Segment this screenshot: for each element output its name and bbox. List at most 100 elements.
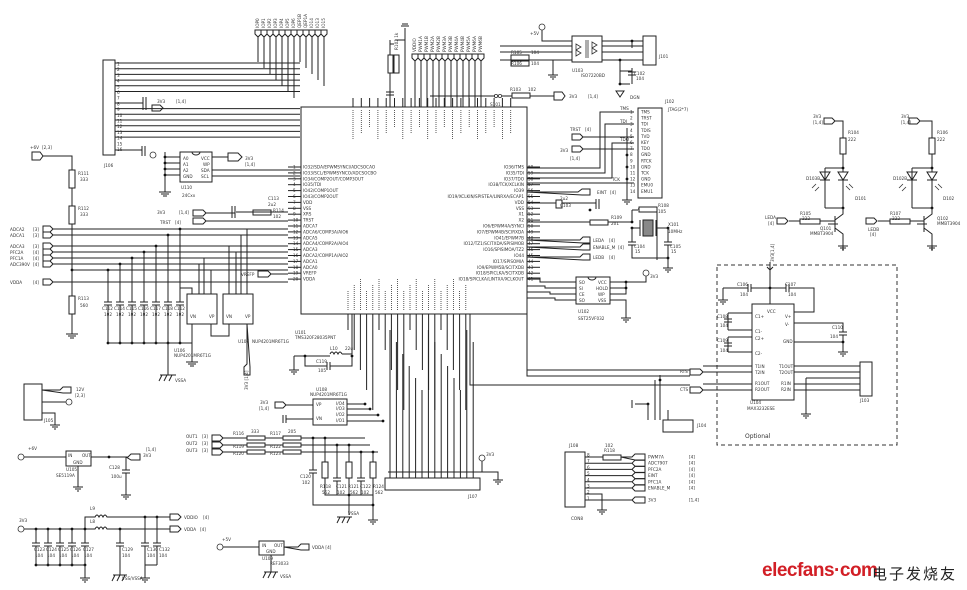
bus-net-label: PWM6B — [478, 36, 483, 52]
svg-text:VCC: VCC — [201, 156, 210, 161]
jtag-pin-number: 8 — [630, 152, 633, 157]
svg-text:C109: C109 — [717, 338, 728, 343]
jtag-pin-name: TCK — [640, 171, 649, 176]
bus-line — [302, 29, 310, 68]
port-label: VDDA — [10, 280, 22, 285]
u107-part: NUP4201MR6T1G — [252, 339, 289, 344]
junction — [130, 256, 134, 260]
svg-text:VSS: VSS — [598, 298, 607, 303]
port-label: 3V3 — [157, 210, 166, 215]
port-ref: [4] — [175, 220, 181, 225]
svg-text:R122: R122 — [270, 444, 281, 449]
jtag-pin-name: EMU1 — [641, 189, 653, 194]
svg-text:LEDB: LEDB — [868, 227, 879, 232]
svg-text:NUP4201MR6T1G: NUP4201MR6T1G — [310, 392, 347, 397]
port-ref: [3] — [33, 244, 39, 249]
svg-text:3V3: 3V3 — [813, 114, 822, 119]
junction — [70, 527, 74, 531]
bus-net-label: IOP2 — [267, 18, 272, 28]
filter-capacitor — [176, 229, 184, 343]
svg-text:R120: R120 — [233, 451, 244, 456]
svg-text:T1IN: T1IN — [754, 364, 765, 369]
jtag-pin-number: 13 — [630, 183, 636, 188]
svg-text:C102: C102 — [634, 71, 645, 76]
ground-symbols — [111, 564, 157, 583]
jtag-pin-number: 5 — [630, 134, 633, 139]
svg-text:GND: GND — [266, 549, 276, 554]
svg-text:C120: C120 — [300, 474, 311, 479]
jtag-pin-name: TVD — [640, 134, 650, 139]
mcu-pin-name: IO18/SPICLKA/LINTXA/XCLKOUT — [458, 277, 524, 282]
bus-line — [296, 29, 304, 62]
bus-net-label: PWM1B — [424, 36, 429, 52]
bus-line — [471, 53, 479, 107]
u107-ref: U107 — [238, 339, 249, 344]
svg-text:222: 222 — [802, 216, 810, 221]
cap-ref: C130 — [147, 547, 158, 552]
cap-ref: C132 — [159, 547, 170, 552]
jtag-pin-number: 11 — [630, 171, 636, 176]
svg-text:HOLD: HOLD — [596, 286, 608, 291]
mcu-pin-name: ADCA7 — [303, 224, 318, 229]
svg-text:I/O3: I/O3 — [336, 406, 345, 411]
svg-text:R116: R116 — [233, 431, 244, 436]
svg-text:OUT: OUT — [82, 453, 91, 458]
svg-text:[1,4]: [1,4] — [176, 99, 186, 104]
jtag-pin-name: GND — [641, 164, 651, 169]
svg-text:104: 104 — [531, 61, 539, 66]
svg-text:105: 105 — [318, 368, 326, 373]
svg-text:+5V: +5V — [222, 537, 231, 542]
mcu-pin-name: IO41/EPWM7B — [494, 235, 524, 240]
svg-text:V+: V+ — [785, 314, 792, 319]
resistor-r102 — [387, 54, 394, 74]
mcu-pin-name: VSS — [303, 206, 312, 211]
junction — [154, 244, 158, 248]
port-label: PFC2A — [10, 250, 24, 255]
resistor-r101 — [393, 54, 400, 74]
jtag-pin-name: GND — [641, 152, 651, 157]
mcu-pin-name: VREFP — [303, 271, 317, 276]
svg-text:562: 562 — [322, 490, 330, 495]
protection-u106 — [186, 293, 218, 325]
svg-text:102: 102 — [605, 443, 613, 448]
svg-text:R118: R118 — [604, 448, 615, 453]
mcu-pin-name: IO36/TMS — [504, 165, 524, 170]
svg-text:VDDA [4]: VDDA [4] — [312, 545, 332, 550]
jtag-pin-number: 14 — [630, 189, 636, 194]
svg-text:[1,4]: [1,4] — [570, 156, 580, 161]
svg-text:R106: R106 — [511, 61, 522, 66]
j108-net-wire — [585, 484, 646, 492]
junction — [142, 250, 146, 254]
mcu-pin-name: IO35/TDI — [506, 170, 524, 175]
svg-text:C128: C128 — [109, 465, 120, 470]
svg-text:104: 104 — [720, 348, 728, 353]
svg-text:C122: C122 — [360, 484, 371, 489]
bus-line — [435, 53, 443, 107]
svg-text:V-: V- — [785, 322, 790, 327]
mcu-pin-name: IO16/SPISIMOA/TZ2 — [483, 247, 524, 252]
jtag-pin-name: TDO — [640, 146, 651, 151]
svg-text:+6V: +6V — [28, 446, 37, 451]
bus-net-label: IOP5 — [285, 18, 290, 28]
jtag-pin-name: TRST — [640, 116, 652, 121]
bus-line — [447, 53, 455, 107]
bus-net-label: PWM2A — [430, 36, 435, 52]
mcu-pin-name: IO38/TCK/XCLKIN — [488, 182, 524, 187]
bus-net-label: IOP1 — [261, 18, 266, 28]
svg-text:560: 560 — [80, 303, 88, 308]
bus-line — [254, 29, 262, 62]
junction — [118, 262, 122, 266]
svg-text:X101: X101 — [668, 222, 679, 227]
svg-text:222: 222 — [892, 216, 900, 221]
svg-text:IN: IN — [262, 543, 266, 548]
svg-text:VDDA: VDDA — [184, 527, 196, 532]
port-wire — [42, 231, 288, 239]
svg-text:104: 104 — [531, 50, 539, 55]
svg-text:U108: U108 — [316, 387, 327, 392]
svg-text:J105: J105 — [43, 418, 54, 423]
svg-text:SO: SO — [579, 298, 586, 303]
decoupling-capacitor — [81, 529, 89, 565]
